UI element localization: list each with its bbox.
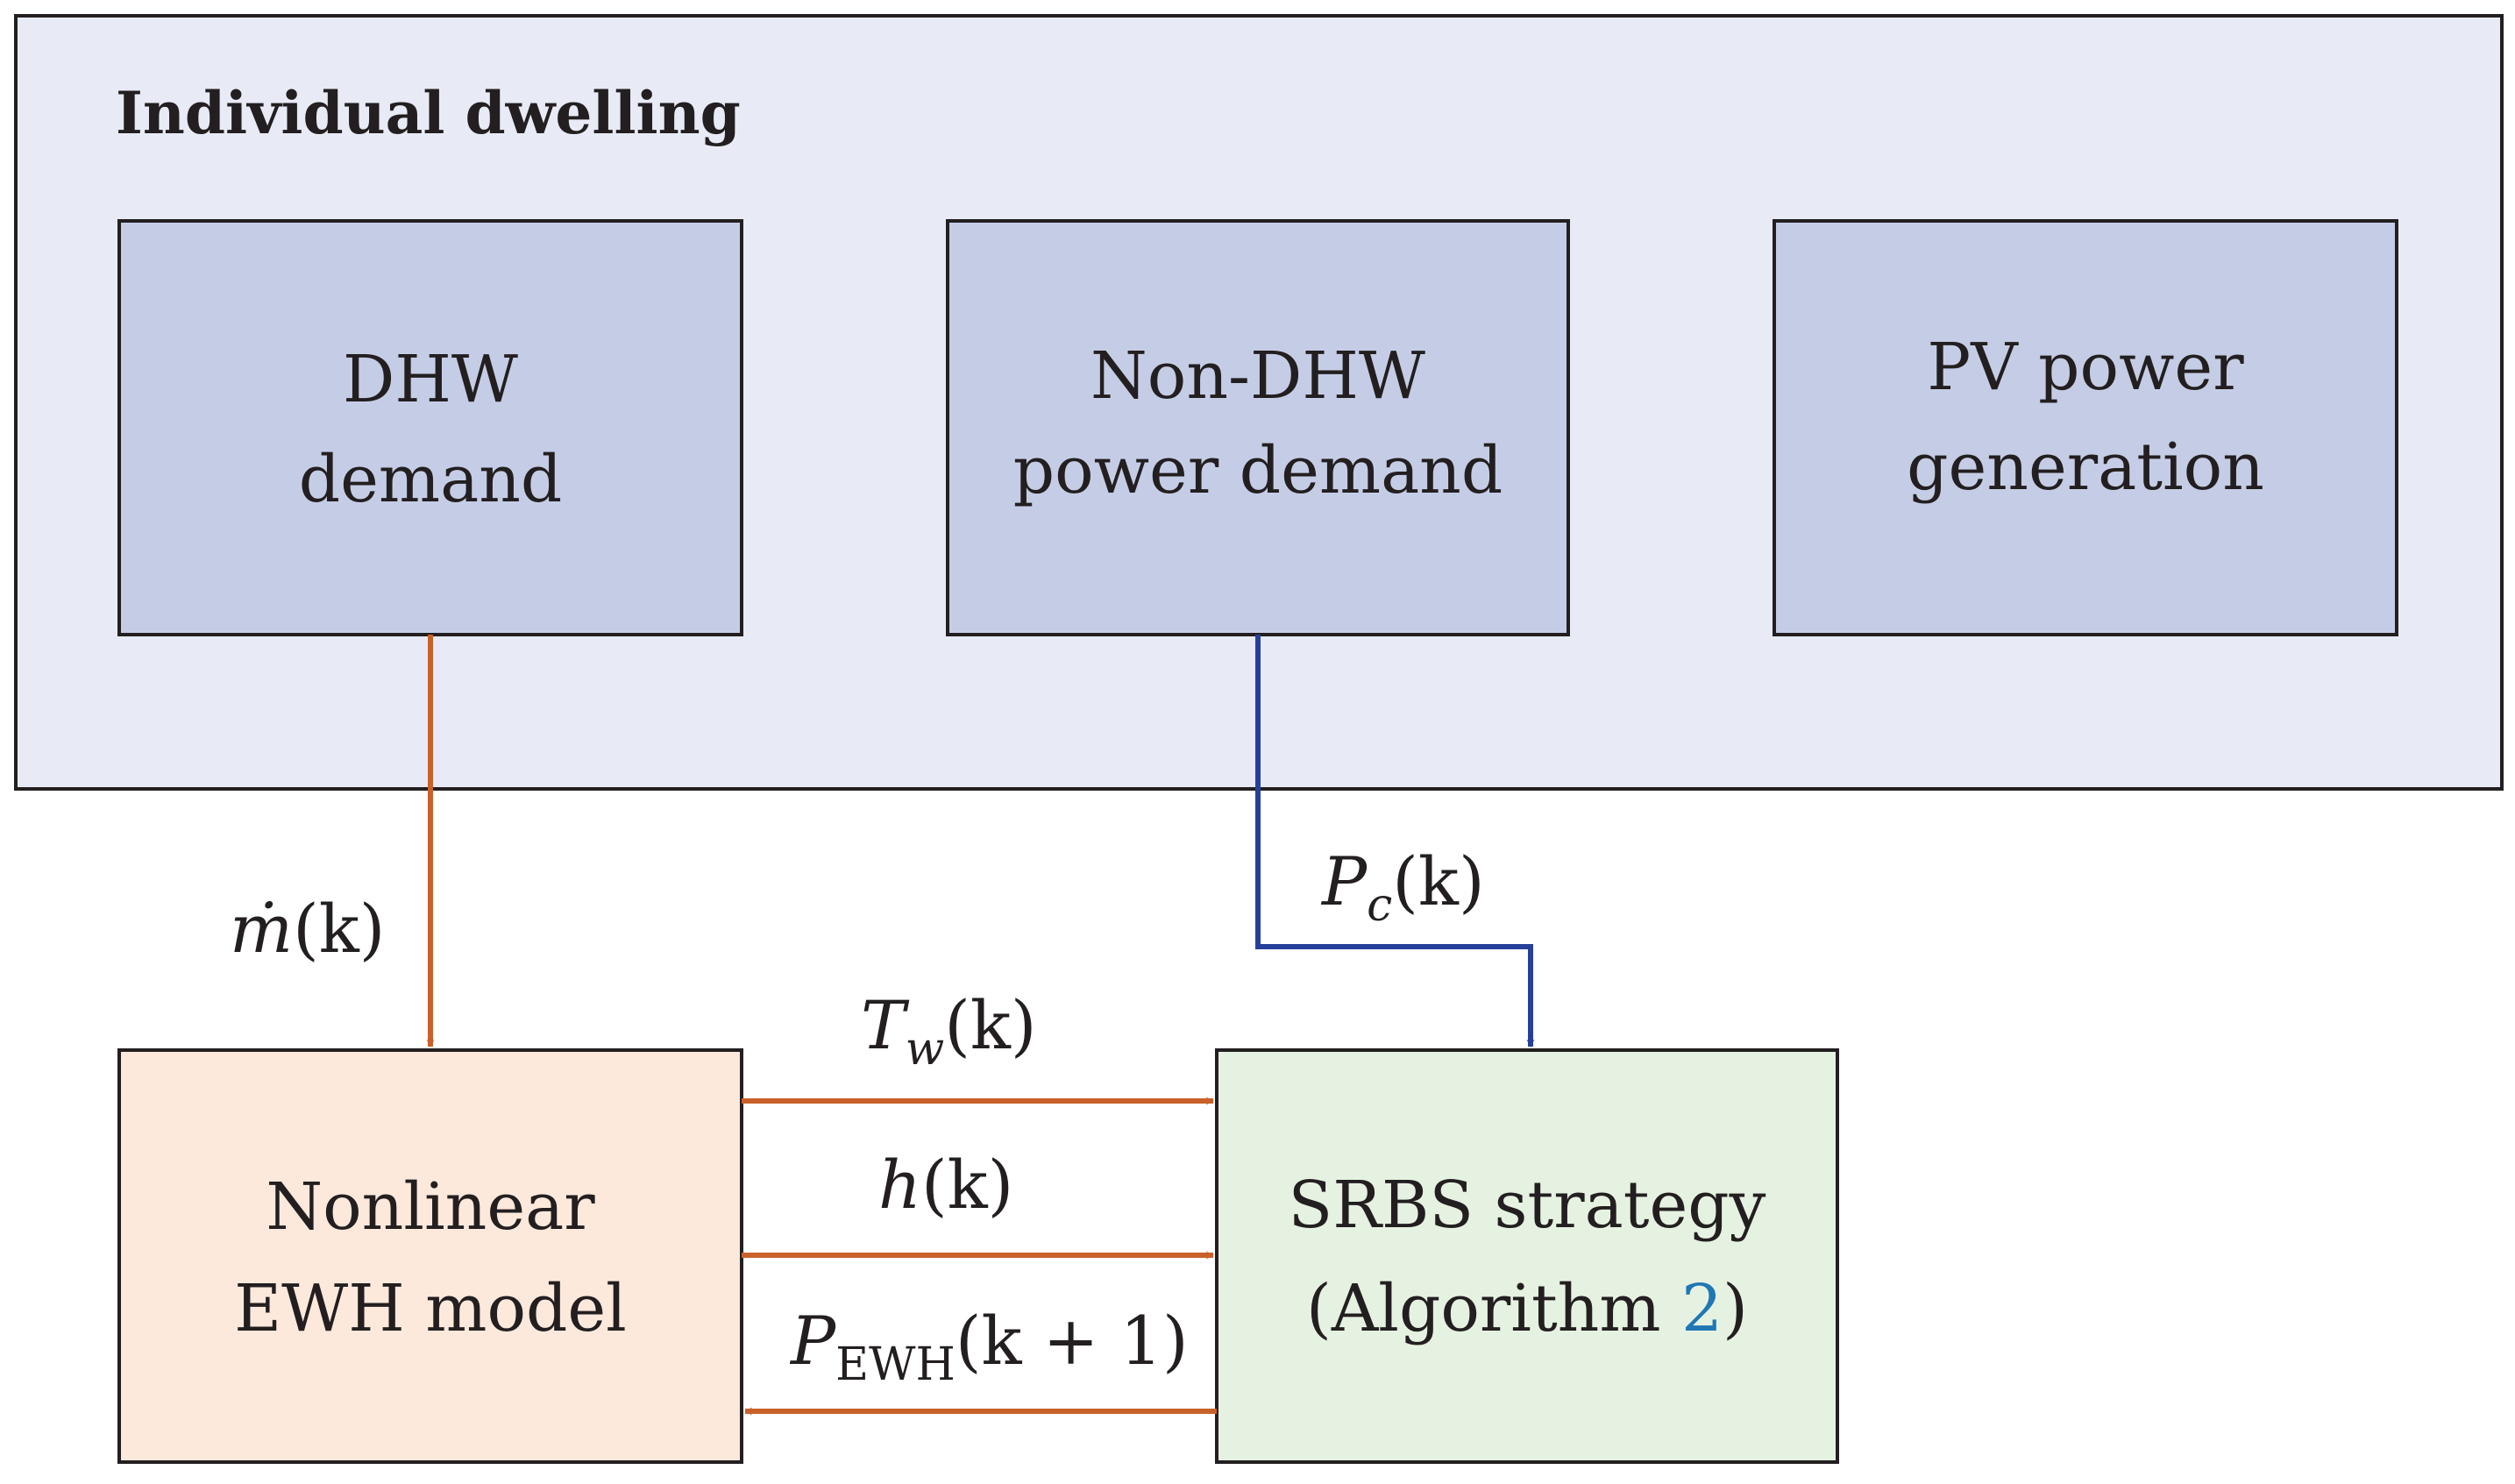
srbs-strategy-node: SRBS strategy (Algorithm 2)	[1215, 1048, 1839, 1464]
label-pc: Pc(k)	[1320, 842, 1485, 932]
non-dhw-power-demand-node: Non-DHW power demand	[946, 219, 1570, 636]
dhw-demand-line2: demand	[299, 442, 562, 517]
srbs-line1: SRBS strategy	[1289, 1168, 1766, 1243]
arrow-pc	[1255, 635, 1535, 1047]
label-mdot: ṁ(k)	[230, 890, 385, 968]
pv-power-generation-node: PV power generation	[1773, 219, 2398, 636]
srbs-line2: (Algorithm 2)	[1306, 1271, 1748, 1346]
dhw-demand-line1: DHW	[343, 342, 518, 417]
non-dhw-line1: Non-DHW	[1091, 338, 1425, 414]
label-h: h(k)	[878, 1146, 1013, 1224]
dhw-demand-node: DHW demand	[117, 219, 743, 636]
label-tw: Tw(k)	[861, 986, 1037, 1076]
label-pewh: PEWH(k + 1)	[789, 1302, 1189, 1391]
pv-line1: PV power	[1927, 330, 2244, 405]
non-dhw-line2: power demand	[1013, 433, 1503, 508]
ewh-line2: EWH model	[234, 1271, 627, 1346]
nonlinear-ewh-model-node: Nonlinear EWH model	[117, 1048, 743, 1464]
pv-line2: generation	[1907, 430, 2264, 505]
ewh-line1: Nonlinear	[266, 1169, 595, 1245]
dwelling-title: Individual dwelling	[116, 79, 741, 147]
algorithm-ref-link[interactable]: 2	[1681, 1271, 1723, 1346]
